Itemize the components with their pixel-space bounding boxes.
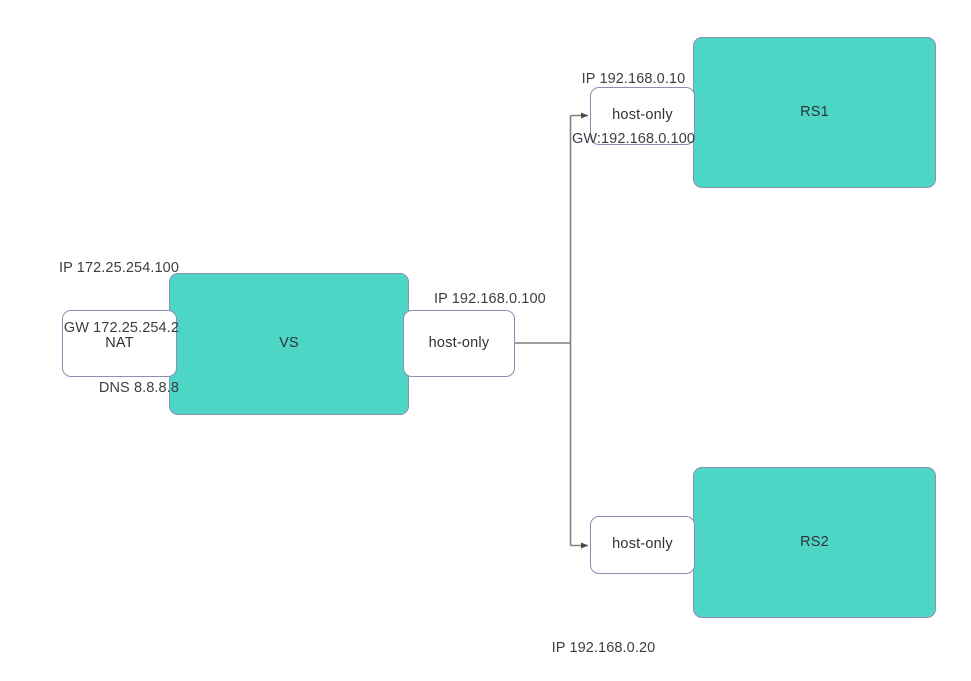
- annotation-nat-gw: GW 172.25.254.2: [63, 320, 179, 336]
- node-vs-label: VS: [279, 335, 299, 352]
- node-rs1-host-only-label: host-only: [612, 107, 673, 124]
- node-nat-label: NAT: [105, 334, 134, 351]
- annotation-rs2: IP 192.168.0.20 GW:192.168.0.100: [492, 598, 715, 681]
- annotation-rs1-ip: IP 192.168.0.10: [581, 71, 686, 87]
- node-rs1-host-only[interactable]: host-only: [590, 87, 695, 145]
- node-vs-host-only[interactable]: host-only: [403, 310, 515, 377]
- annotation-vs-host-only-ip: IP 192.168.0.100: [434, 291, 546, 307]
- node-rs2-host-only-label: host-only: [612, 536, 673, 553]
- annotation-nat-ip: IP 172.25.254.100: [59, 260, 179, 276]
- node-vs[interactable]: VS: [169, 273, 409, 415]
- annotation-rs1-gw: GW:192.168.0.100: [571, 131, 696, 147]
- annotation-vs-host-only: IP 192.168.0.100: [434, 249, 546, 349]
- annotation-rs2-ip: IP 192.168.0.20: [551, 640, 656, 656]
- annotation-nat-dns: DNS 8.8.8.8: [98, 380, 179, 396]
- node-rs1-label: RS1: [800, 103, 829, 120]
- node-rs1[interactable]: RS1: [693, 37, 936, 188]
- node-rs2-host-only[interactable]: host-only: [590, 516, 695, 574]
- annotation-nat: IP 172.25.254.100 GW 172.25.254.2 DNS 8.…: [0, 218, 179, 438]
- annotation-rs1: IP 192.168.0.10 GW:192.168.0.100: [522, 29, 745, 189]
- node-nat[interactable]: NAT: [62, 310, 177, 377]
- node-rs2-label: RS2: [800, 533, 829, 550]
- node-rs2[interactable]: RS2: [693, 467, 936, 618]
- node-vs-host-only-label: host-only: [428, 334, 490, 351]
